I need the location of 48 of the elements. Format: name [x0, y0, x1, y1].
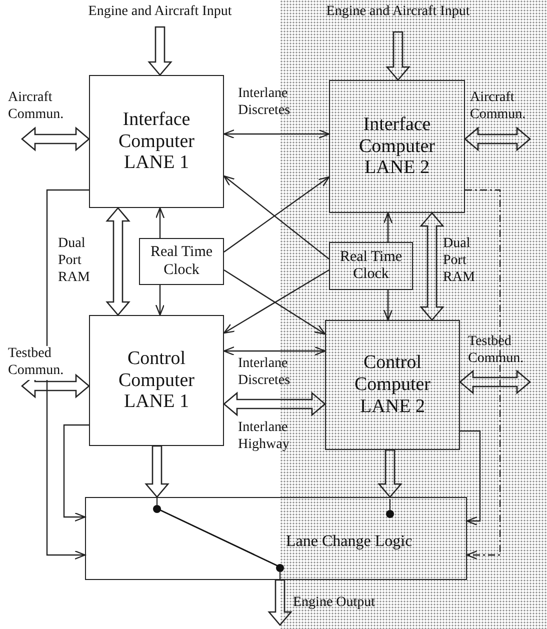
edge-label: Interlane Highway [238, 420, 290, 454]
hollow-arrow [106, 207, 130, 316]
arrow [383, 290, 393, 321]
node-text: Real Time Clock [338, 248, 404, 284]
clock-box [329, 242, 413, 290]
arrow [46, 189, 89, 560]
edge-label: Testbed Commun. [6, 346, 66, 380]
hollow-arrow [144, 445, 170, 498]
hollow-arrow [21, 126, 90, 152]
node-text: Control Computer LANE 2 [354, 352, 432, 418]
node-text: Lane Change Logic [286, 533, 412, 552]
arrow [460, 430, 481, 526]
node-text: Control Computer LANE 1 [118, 348, 196, 414]
arrow [223, 129, 330, 139]
arrow [223, 346, 326, 356]
arrow [383, 212, 393, 242]
edge-label: Testbed Commun. [468, 334, 525, 368]
clock-box [139, 238, 224, 285]
hollow-arrow [378, 449, 402, 498]
arrow [63, 424, 89, 522]
computer-box [89, 315, 224, 446]
hollow-arrow [459, 370, 531, 394]
edge-label: Dual Port RAM [443, 236, 476, 286]
logic-box [85, 497, 467, 580]
hollow-arrow [464, 126, 531, 152]
edge-label: Dual Port RAM [58, 236, 91, 286]
hollow-arrow [386, 31, 410, 81]
computer-box [89, 75, 224, 208]
hollow-arrow [148, 26, 172, 76]
arrow [155, 207, 165, 238]
computer-box [329, 80, 465, 213]
hollow-arrow [21, 374, 90, 398]
hollow-arrow [268, 579, 292, 626]
hollow-arrow [223, 392, 326, 416]
edge-label: Engine and Aircraft Input [87, 4, 233, 21]
node-text: Real Time Clock [149, 244, 214, 279]
computer-box [325, 320, 460, 450]
edge-label: Engine and Aircraft Input [325, 4, 471, 21]
edge-label: Aircraft Commun. [470, 90, 527, 124]
edge-label: Interlane Discretes [238, 356, 292, 390]
arrow [155, 285, 165, 316]
node-text: Interface Computer LANE 2 [358, 114, 436, 180]
edge-label: Interlane Discretes [238, 86, 292, 120]
hollow-arrow [420, 212, 444, 321]
edge-label: Engine Output [293, 595, 376, 612]
edge-label: Aircraft Commun. [8, 90, 65, 124]
node-text: Interface Computer LANE 1 [118, 108, 196, 174]
arrow [465, 189, 501, 560]
